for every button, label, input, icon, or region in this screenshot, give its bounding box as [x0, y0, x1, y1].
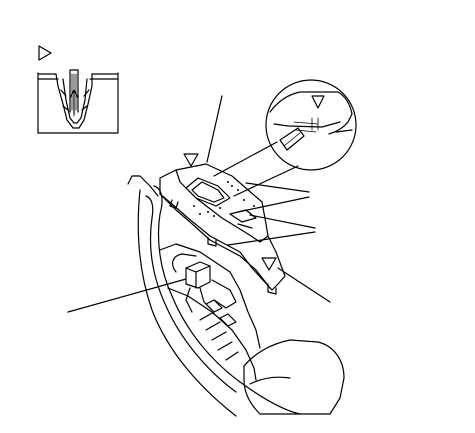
inset-triangle-marker	[39, 46, 51, 60]
cover-rib-1	[230, 210, 256, 222]
inset-frame	[38, 73, 118, 133]
detail-circle-outline	[266, 80, 356, 170]
leader-right-tail	[278, 268, 330, 302]
clip-detail-circle	[214, 80, 356, 196]
console-rear-cover-panel	[160, 154, 285, 294]
inset-pull-arrow	[70, 90, 78, 114]
cover-opening	[186, 178, 230, 206]
console-slots	[206, 300, 236, 326]
connector-wires	[173, 254, 212, 312]
clip-inset	[38, 46, 118, 133]
cover-edge-front	[160, 194, 270, 288]
console-lower-lines	[200, 312, 238, 360]
cover-clip-stud-1	[170, 200, 178, 208]
leader-mid-right-2	[228, 232, 315, 245]
cover-triangle-marker-rear	[262, 258, 276, 270]
console-floor	[168, 288, 256, 380]
detail-triangle-marker	[312, 96, 324, 108]
cover-top-face	[176, 170, 268, 242]
leader-mid-right-1	[250, 215, 315, 228]
leader-top-right-1	[246, 183, 309, 192]
leader-top-right-2	[238, 197, 309, 212]
cover-clip-stud-2	[208, 238, 216, 246]
console-left-side	[128, 176, 158, 196]
leader-to-connector	[68, 279, 186, 312]
console-inner-wall	[160, 244, 260, 348]
leader-to-cover-top	[207, 96, 222, 162]
detail-hatch	[294, 118, 318, 132]
callout-leaders	[68, 96, 330, 312]
console-cushion	[244, 340, 344, 414]
connector	[173, 254, 236, 312]
inset-barbs	[61, 90, 89, 110]
armrest-inner	[146, 196, 236, 392]
detail-leader-lower	[234, 166, 298, 196]
inset-panel-layer	[38, 74, 118, 79]
console-cushion-edge	[250, 377, 290, 384]
console-outer-curve	[138, 190, 236, 416]
cover-rib-2	[238, 224, 252, 228]
cover-opening-inner	[192, 182, 224, 202]
connector-housing	[186, 262, 210, 288]
connector-housing-top	[186, 266, 210, 288]
inset-clip-pin	[70, 70, 78, 112]
inset-clip-inner	[63, 79, 87, 123]
detail-panel-edge-inner	[274, 122, 352, 132]
detail-clip-tool-inner	[284, 133, 300, 146]
inset-clip-body	[56, 74, 92, 128]
detail-panel-edge	[270, 92, 352, 134]
cover-clip-stud-3	[268, 284, 276, 294]
cover-outline	[160, 164, 285, 290]
detail-clip-tool	[280, 128, 304, 150]
armrest-outer	[154, 186, 300, 414]
cover-triangle-marker-front	[184, 154, 198, 166]
cover-texture-dots	[193, 181, 255, 217]
connector-bracket	[212, 280, 236, 308]
detail-leader-upper	[214, 142, 277, 176]
